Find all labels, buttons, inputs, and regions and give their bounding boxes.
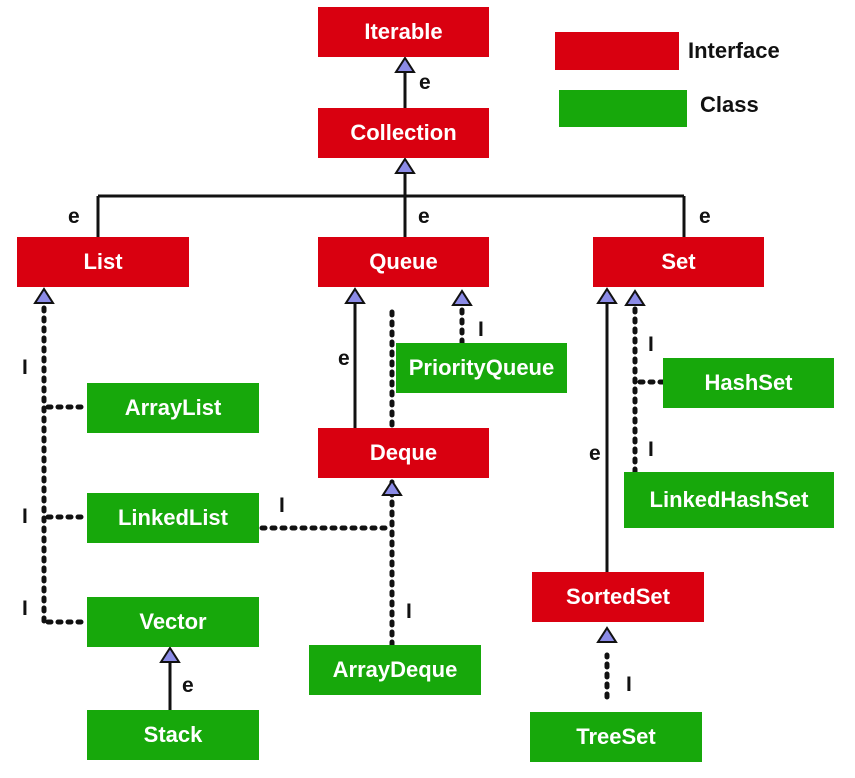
arrowhead-iterable <box>394 56 416 73</box>
node-vector: Vector <box>87 597 259 647</box>
edge-label-linkedhashset-set: I <box>648 438 654 461</box>
legend-interface-swatch <box>555 32 679 70</box>
edge-label-list-collection: e <box>68 205 80 228</box>
arrowhead-deque <box>381 479 403 496</box>
node-stack: Stack <box>87 710 259 760</box>
edge-label-vector-list: I <box>22 597 28 620</box>
edge-label-stack-vector: e <box>182 674 194 697</box>
legend-class-label: Class <box>700 92 759 117</box>
edge-label-sortedset-set: e <box>589 442 601 465</box>
node-sortedset: SortedSet <box>532 572 704 622</box>
node-priorityqueue: PriorityQueue <box>396 343 567 393</box>
edge-label-treeset-sortedset: I <box>626 673 632 696</box>
edge-label-linkedlist-list: I <box>22 505 28 528</box>
edge-label-set-collection: e <box>699 205 711 228</box>
arrowhead-priorityqueue <box>451 289 473 306</box>
edge-label-hashset-set: I <box>648 333 654 356</box>
node-linkedlist: LinkedList <box>87 493 259 543</box>
node-treeset: TreeSet <box>530 712 702 762</box>
edge-label-priorityqueue-queue: I <box>478 318 484 341</box>
node-iterable: Iterable <box>318 7 489 57</box>
node-linkedhashset: LinkedHashSet <box>624 472 834 528</box>
edge-label-arraydeque-deque: I <box>406 600 412 623</box>
node-list: List <box>17 237 189 287</box>
legend-interface-label: Interface <box>688 38 780 63</box>
node-arraylist: ArrayList <box>87 383 259 433</box>
arrowhead-sortedset <box>596 626 618 643</box>
node-arraydeque: ArrayDeque <box>309 645 481 695</box>
edge-label-queue-collection: e <box>418 205 430 228</box>
arrowhead-collection <box>394 157 416 174</box>
node-set: Set <box>593 237 764 287</box>
node-hashset: HashSet <box>663 358 834 408</box>
arrowhead-set-hashset <box>624 289 646 306</box>
arrowhead-queue <box>344 287 366 304</box>
legend-class-swatch <box>559 90 687 127</box>
edge-label-collection-iterable: e <box>419 71 431 94</box>
edge-label-linkedlist-deque: I <box>279 494 285 517</box>
node-collection: Collection <box>318 108 489 158</box>
node-queue: Queue <box>318 237 489 287</box>
arrowhead-list <box>33 287 55 304</box>
node-deque: Deque <box>318 428 489 478</box>
edge-label-deque-queue: e <box>338 347 350 370</box>
edge-label-arraylist-list: I <box>22 356 28 379</box>
arrowhead-set-sortedset <box>596 287 618 304</box>
arrowhead-vector <box>159 646 181 663</box>
